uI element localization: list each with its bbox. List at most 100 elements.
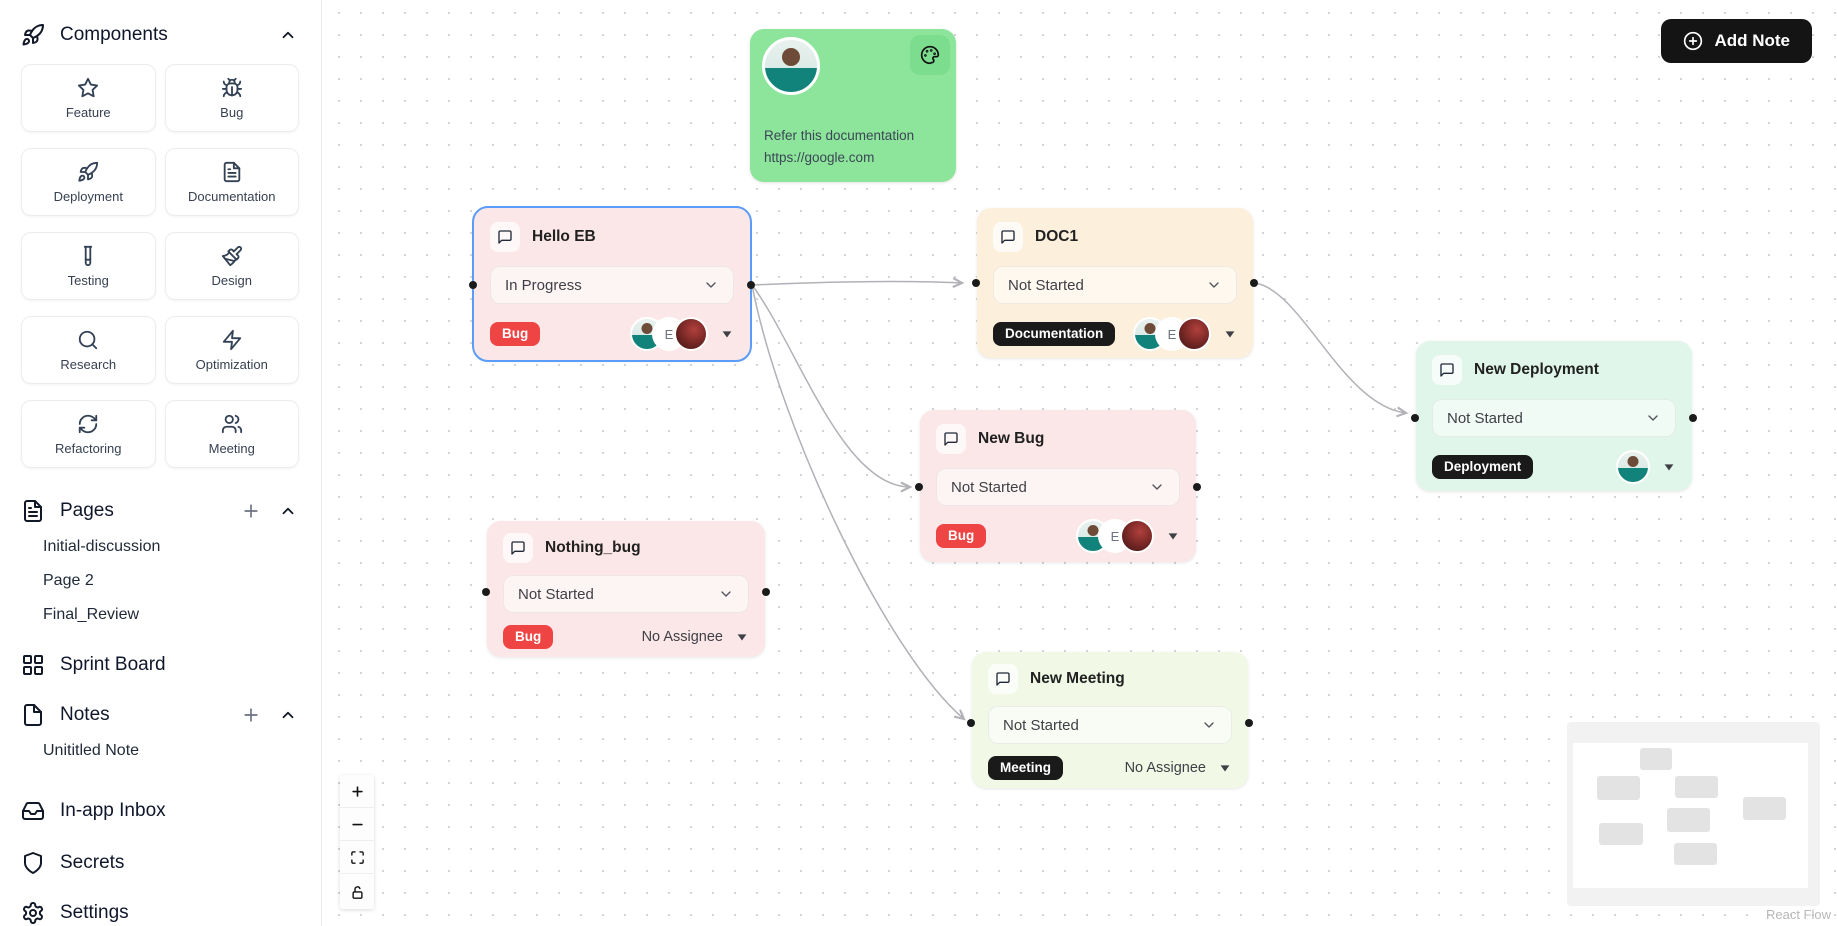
chevron-down-icon [1648, 415, 1658, 421]
layout-grid-icon [23, 655, 43, 675]
handle-left[interactable] [915, 483, 923, 491]
assignee-group[interactable]: E [1076, 519, 1180, 553]
page-item-initial-discussion[interactable]: Initial-discussion [43, 538, 161, 555]
handle-left[interactable] [1411, 414, 1419, 422]
status-value: Not Started [1447, 409, 1523, 427]
page-item-page-2[interactable]: Page 2 [43, 572, 94, 589]
test-tube-icon [84, 245, 93, 266]
component-research[interactable]: Research [21, 316, 156, 384]
handle-left[interactable] [972, 279, 980, 287]
avatar [762, 37, 820, 95]
handle-right[interactable] [1250, 279, 1258, 287]
component-refactoring[interactable]: Refactoring [21, 400, 156, 468]
assignee-group[interactable] [1616, 450, 1676, 484]
settings-label: Settings [60, 902, 129, 923]
lock-toggle-button[interactable] [340, 876, 374, 909]
handle-right[interactable] [1245, 719, 1253, 727]
component-testing[interactable]: Testing [21, 232, 156, 300]
add-page-button[interactable] [240, 500, 262, 522]
component-design[interactable]: Design [164, 232, 299, 300]
zoom-in-button[interactable] [340, 775, 374, 808]
component-label: Design [211, 272, 252, 288]
fit-view-button[interactable] [340, 841, 374, 874]
edge-helloeb-doc1[interactable] [751, 277, 965, 289]
assignee-dropdown-toggle[interactable] [1662, 460, 1676, 474]
plus-icon [244, 708, 258, 722]
assignee-dropdown-toggle[interactable] [735, 630, 749, 644]
assignee-group[interactable]: E [1133, 317, 1237, 351]
handle-left[interactable] [482, 588, 490, 596]
assignee-group[interactable]: E [630, 317, 734, 351]
add-note-sidebar-button[interactable] [240, 704, 262, 726]
status-dropdown[interactable]: Not Started [503, 575, 749, 613]
flow-node-nothing-bug[interactable]: Nothing_bug Not Started Bug No Assignee [482, 521, 770, 657]
handle-right[interactable] [1689, 414, 1697, 422]
assignee-group[interactable]: No Assignee [642, 629, 749, 645]
sprint-board-label: Sprint Board [60, 654, 166, 675]
sidebar-item-secrets[interactable]: Secrets [21, 844, 299, 882]
handle-right[interactable] [747, 281, 755, 289]
components-collapse-button[interactable] [277, 24, 299, 46]
assignee-dropdown-toggle[interactable] [1218, 761, 1232, 775]
component-label: Deployment [53, 188, 123, 204]
handle-left[interactable] [469, 281, 477, 289]
zoom-out-button[interactable] [340, 808, 374, 841]
component-meeting[interactable]: Meeting [164, 400, 299, 468]
component-feature[interactable]: Feature [21, 64, 156, 132]
component-documentation[interactable]: Documentation [164, 148, 299, 216]
message-square-icon [490, 222, 520, 252]
flow-node-new-bug[interactable]: New Bug Not Started Bug E [915, 410, 1201, 562]
assignee-dropdown-toggle[interactable] [1223, 327, 1237, 341]
assignee-group[interactable]: No Assignee [1125, 760, 1232, 776]
component-label: Testing [67, 272, 109, 288]
handle-right[interactable] [1193, 483, 1201, 491]
minimap[interactable] [1567, 722, 1820, 906]
sidebar-item-settings[interactable]: Settings [21, 894, 299, 926]
note-item-unititled[interactable]: Unititled Note [43, 742, 140, 759]
status-value: Not Started [518, 585, 594, 603]
message-square-icon [936, 424, 966, 454]
add-note-button[interactable]: Add Note [1661, 19, 1812, 63]
plus-icon [244, 504, 258, 518]
node-title: New Deployment [1474, 361, 1599, 378]
sidebar-item-sprint-board[interactable]: Sprint Board [21, 646, 299, 684]
flow-node-new-deployment[interactable]: New Deployment Not Started Deployment [1411, 341, 1697, 491]
component-deployment[interactable]: Deployment [21, 148, 156, 216]
assignee-dropdown-toggle[interactable] [720, 327, 734, 341]
add-note-label: Add Note [1714, 31, 1790, 50]
note-color-button[interactable] [910, 35, 950, 75]
status-dropdown[interactable]: Not Started [1432, 399, 1676, 437]
chevron-up-icon [282, 507, 294, 515]
edge-helloeb-newmeeting[interactable] [751, 284, 966, 721]
handle-left[interactable] [967, 719, 975, 727]
page-item-final-review[interactable]: Final_Review [43, 606, 140, 623]
notes-collapse-button[interactable] [277, 704, 299, 726]
component-label: Research [60, 356, 117, 372]
edge-doc1-newdeployment[interactable] [1254, 282, 1409, 418]
status-dropdown[interactable]: Not Started [988, 706, 1232, 744]
component-optimization[interactable]: Optimization [164, 316, 299, 384]
notes-header: Notes [21, 696, 299, 734]
flow-node-doc1[interactable]: DOC1 Not Started Documentation E [972, 208, 1258, 358]
palette-icon [920, 45, 940, 65]
component-bug[interactable]: Bug [164, 64, 299, 132]
type-badge: Deployment [1432, 455, 1534, 479]
status-dropdown[interactable]: In Progress [490, 266, 734, 304]
sidebar-item-inbox[interactable]: In-app Inbox [21, 792, 299, 830]
plus-icon [351, 785, 363, 797]
flow-node-hello-eb[interactable]: Hello EB In Progress Bug E [469, 206, 755, 362]
secrets-label: Secrets [60, 852, 125, 873]
pages-collapse-button[interactable] [277, 500, 299, 522]
status-value: Not Started [1008, 276, 1084, 294]
handle-right[interactable] [762, 588, 770, 596]
assignee-dropdown-toggle[interactable] [1166, 529, 1180, 543]
flow-node-new-meeting[interactable]: New Meeting Not Started Meeting No Assig… [967, 652, 1253, 788]
status-value: Not Started [951, 478, 1027, 496]
edge-helloeb-newbug[interactable] [751, 284, 913, 493]
node-title: Nothing_bug [545, 539, 641, 556]
status-dropdown[interactable]: Not Started [936, 468, 1180, 506]
status-dropdown[interactable]: Not Started [993, 266, 1237, 304]
